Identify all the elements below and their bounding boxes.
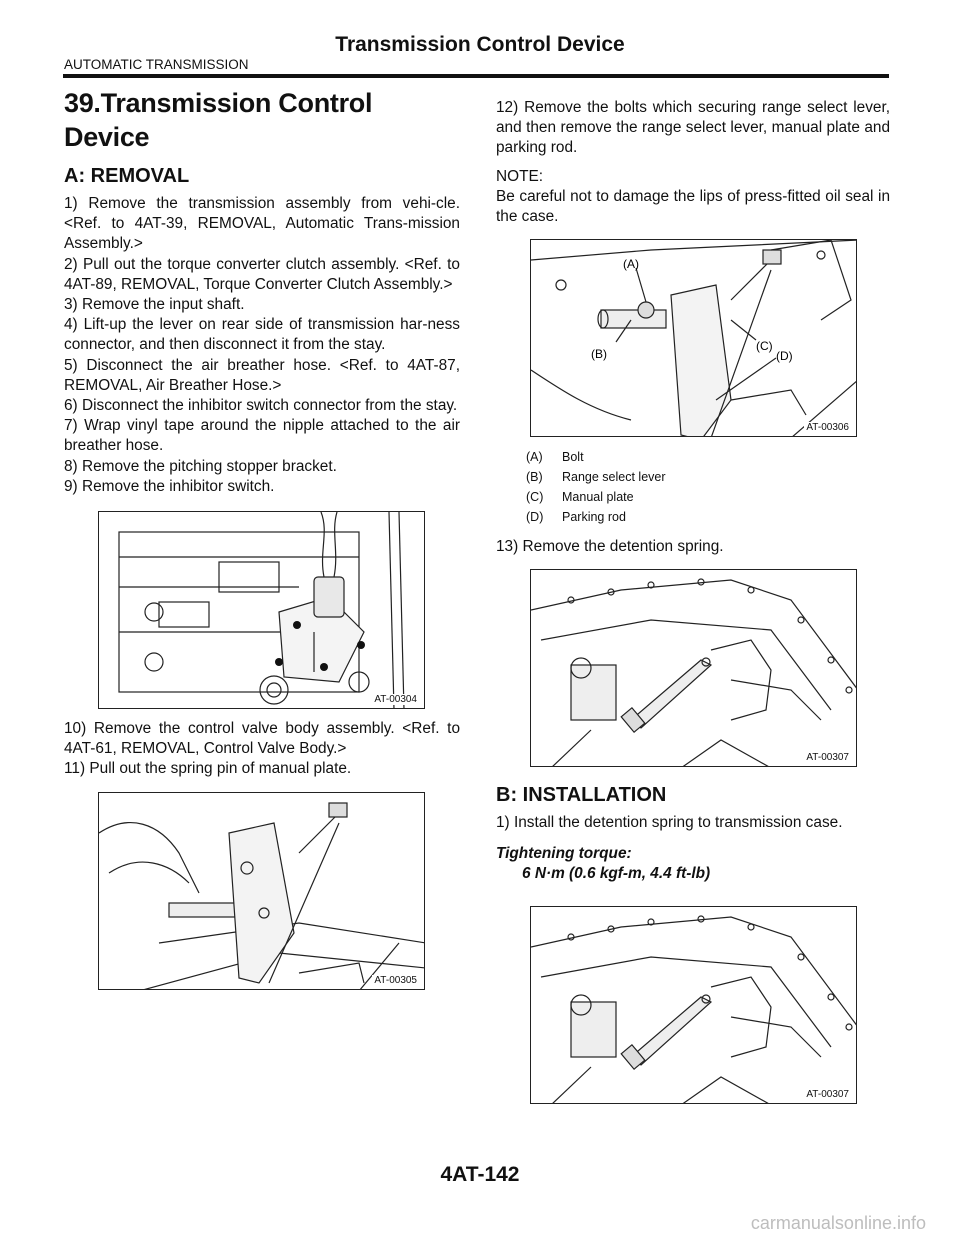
legend-value: Bolt — [562, 450, 584, 465]
range-select-lever-illustration: (A) (B) (C) (D) — [531, 240, 856, 437]
removal-heading: A: REMOVAL — [64, 165, 190, 187]
torque-label: Tightening torque: — [496, 844, 632, 862]
removal-step-4: 4) Lift-up the lever on rear side of tra… — [64, 316, 460, 354]
legend-row: (D) Parking rod — [526, 507, 890, 527]
right-column: 12) Remove the bolts which securing rang… — [496, 98, 890, 1104]
left-column: 39.Transmission Control Device A: REMOVA… — [64, 86, 460, 990]
figure-detention-spring: AT-00307 — [530, 569, 857, 768]
figure-legend: (A) Bolt (B) Range select lever (C) Manu… — [526, 447, 890, 527]
removal-step-12: 12) Remove the bolts which securing rang… — [496, 99, 890, 157]
main-heading: 39.Transmission Control Device — [64, 88, 373, 152]
page-number: 4AT-142 — [440, 1163, 520, 1186]
removal-step-1: 1) Remove the transmission assembly from… — [64, 195, 460, 253]
removal-step-5: 5) Disconnect the air breather hose. <Re… — [64, 356, 460, 394]
note-text: Be careful not to damage the lips of pre… — [496, 187, 890, 226]
legend-value: Range select lever — [562, 470, 666, 485]
removal-step-7: 7) Wrap vinyl tape around the nipple att… — [64, 417, 460, 455]
removal-step-11: 11) Pull out the spring pin of manual pl… — [64, 760, 352, 778]
removal-step-2: 2) Pull out the torque converter clutch … — [64, 255, 460, 293]
legend-key: (A) — [526, 450, 543, 465]
figure-range-select-lever: (A) (B) (C) (D) AT-00306 — [530, 239, 857, 438]
figure-id-3: AT-00306 — [804, 422, 851, 434]
figure-spring-pin: AT-00305 — [98, 791, 425, 990]
page-header-section: AUTOMATIC TRANSMISSION — [64, 57, 249, 72]
note-label: NOTE: — [496, 167, 544, 185]
detention-spring-installed-illustration — [531, 915, 856, 1103]
callout-b: (B) — [591, 347, 607, 361]
removal-step-10: 10) Remove the control valve body assemb… — [64, 720, 460, 758]
header-rule — [63, 74, 889, 78]
removal-step-9: 9) Remove the inhibitor switch. — [64, 477, 275, 495]
legend-key: (D) — [526, 510, 544, 525]
figure-detention-spring-installed: AT-00307 — [530, 905, 857, 1104]
legend-value: Manual plate — [562, 490, 634, 505]
figure-id-4: AT-00307 — [804, 752, 851, 764]
installation-step-1: 1) Install the detention spring to trans… — [496, 814, 843, 832]
detention-spring-illustration — [531, 578, 856, 767]
callout-d: (D) — [776, 349, 793, 363]
figure-id-1: AT-00304 — [372, 694, 419, 706]
callout-c: (C) — [756, 339, 773, 353]
legend-value: Parking rod — [562, 510, 626, 525]
legend-key: (C) — [526, 490, 544, 505]
removal-step-13: 13) Remove the detention spring. — [496, 538, 724, 556]
callout-a: (A) — [623, 257, 639, 271]
legend-key: (B) — [526, 470, 543, 485]
inhibitor-switch-illustration — [118, 512, 405, 709]
torque-value: 6 N·m (0.6 kgf-m, 4.4 ft-lb) — [522, 864, 711, 882]
figure-id-5: AT-00307 — [804, 1088, 851, 1100]
legend-row: (A) Bolt — [526, 447, 890, 467]
removal-step-8: 8) Remove the pitching stopper bracket. — [64, 457, 337, 475]
legend-row: (B) Range select lever — [526, 467, 890, 487]
installation-heading: B: INSTALLATION — [496, 784, 667, 807]
watermark: carmanualsonline.info — [750, 1213, 926, 1233]
figure-inhibitor-switch: AT-00304 — [98, 511, 425, 710]
legend-row: (C) Manual plate — [526, 487, 890, 507]
figure-id-2: AT-00305 — [372, 974, 419, 986]
spring-pin-illustration — [99, 802, 424, 989]
removal-step-3: 3) Remove the input shaft. — [64, 296, 245, 314]
removal-step-6: 6) Disconnect the inhibitor switch conne… — [64, 397, 458, 415]
page-header-title: Transmission Control Device — [335, 33, 625, 56]
